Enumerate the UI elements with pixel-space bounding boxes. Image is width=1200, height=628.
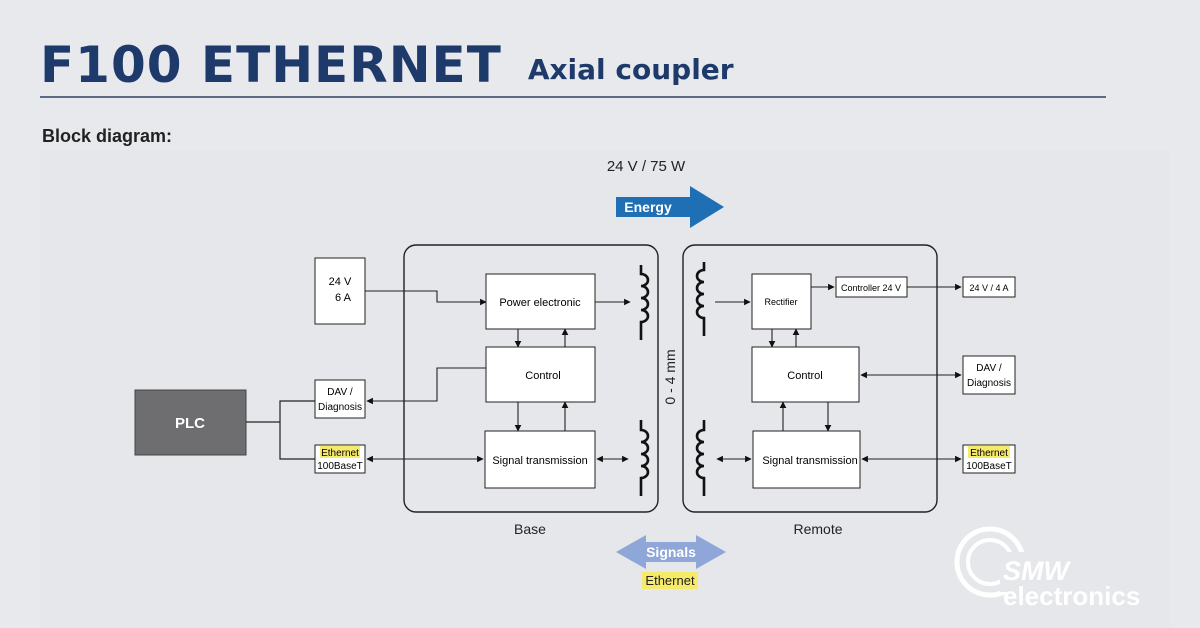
page-title: F100 ETHERNET xyxy=(40,36,502,94)
dav-right-line2: Diagnosis xyxy=(967,378,1011,389)
supply-line2: 6 A xyxy=(335,292,352,304)
logo-line2: electronics xyxy=(1003,581,1140,611)
logo-line1: SMW xyxy=(1003,556,1072,586)
signals-ethernet-label: Ethernet xyxy=(645,573,695,588)
power-electronic-block xyxy=(485,273,596,330)
energy-arrow xyxy=(616,186,724,228)
remote-unit xyxy=(682,244,938,513)
dav-left-line1: DAV / xyxy=(327,387,353,398)
gap-label: 0 - 4 mm xyxy=(662,349,678,404)
control-remote-label: Control xyxy=(787,370,822,382)
rectifier-label: Rectifier xyxy=(764,297,797,307)
control-block-base xyxy=(485,346,596,403)
ethernet-right-line2: 100BaseT xyxy=(966,461,1012,472)
signal-transmission-base-label: Signal transmission xyxy=(492,455,587,467)
ethernet-highlight-left xyxy=(320,446,360,458)
output-supply-label: 24 V / 4 A xyxy=(969,283,1008,293)
signal-transmission-block-base xyxy=(484,430,596,489)
control-base-label: Control xyxy=(525,370,560,382)
rectifier-block xyxy=(751,273,812,330)
output-supply-block xyxy=(962,276,1016,298)
page-subtitle: Axial coupler xyxy=(527,53,734,86)
ethernet-highlight-right xyxy=(968,446,1010,458)
dav-block-right xyxy=(962,355,1016,395)
signal-transmission-block-remote xyxy=(752,430,861,489)
signals-label: Signals xyxy=(646,544,696,560)
control-to-dav-line xyxy=(366,367,486,405)
signals-arrow xyxy=(616,535,726,569)
remote-label: Remote xyxy=(793,521,842,537)
coil-base-signal xyxy=(639,420,650,496)
dav-right-line1: DAV / xyxy=(976,363,1002,374)
dav-block-left xyxy=(314,379,366,419)
control-block-remote xyxy=(751,346,860,403)
supply-line1: 24 V xyxy=(329,276,352,288)
base-unit xyxy=(403,244,659,513)
logo-mask xyxy=(1000,552,1130,592)
energy-spec: 24 V / 75 W xyxy=(607,158,686,175)
section-label: Block diagram: xyxy=(42,126,173,146)
power-electronic-label: Power electronic xyxy=(499,297,581,309)
coil-base-power xyxy=(639,265,650,340)
signals-ethernet-highlight xyxy=(642,572,698,589)
ethernet-left-line1: Ethernet xyxy=(321,448,359,459)
plc-label: PLC xyxy=(175,415,205,432)
dav-left-line2: Diagnosis xyxy=(318,402,362,413)
energy-label: Energy xyxy=(624,199,672,215)
plc-to-ethernet-line xyxy=(279,422,315,460)
controller-24v-label: Controller 24 V xyxy=(841,283,901,293)
title-divider xyxy=(40,96,1106,98)
ethernet-right-line1: Ethernet xyxy=(970,448,1008,459)
supply-block xyxy=(314,257,366,325)
ethernet-left-line2: 100BaseT xyxy=(317,461,363,472)
supply-to-power-line xyxy=(365,290,487,306)
coil-remote-power xyxy=(695,262,706,336)
page-header: F100 ETHERNET Axial coupler xyxy=(40,30,734,90)
coil-remote-signal xyxy=(695,420,706,496)
smw-logo: SMW electronics xyxy=(954,526,1140,611)
base-label: Base xyxy=(514,521,546,537)
signal-transmission-remote-label: Signal transmission xyxy=(762,455,857,467)
plc-to-dav-line xyxy=(246,400,315,423)
